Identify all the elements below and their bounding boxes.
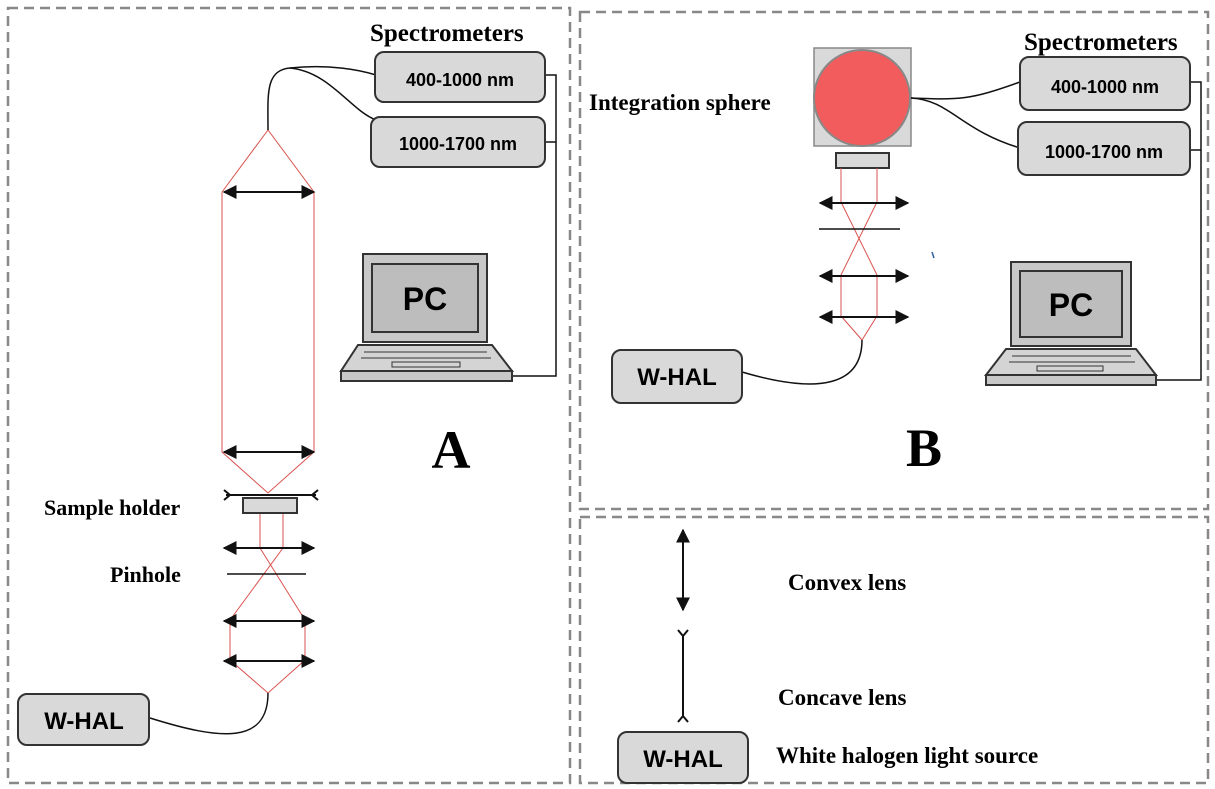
fiber-b-source <box>741 339 863 385</box>
sample-holder-label: Sample holder <box>44 495 181 520</box>
panel-a-pc-label: PC <box>403 281 447 317</box>
pinhole-label: Pinhole <box>110 562 181 587</box>
legend <box>617 528 749 784</box>
spectrometer-b-400-1000-box <box>1019 56 1191 111</box>
panel-a-spectrometers-title: Spectrometers <box>370 20 524 47</box>
laptop-b-icon <box>983 261 1159 386</box>
panel-a-spectrometer-1-label: 400-1000 nm <box>406 70 514 90</box>
panel-a-frame <box>6 6 572 785</box>
legend-light-source-box <box>617 731 749 784</box>
panel-b-spectrometer-2-label: 1000-1700 nm <box>1045 142 1163 162</box>
ray-upper <box>221 129 315 494</box>
panel-b-spectrometer-1-label: 400-1000 nm <box>1051 77 1159 97</box>
panel-a-light-source-label: W-HAL <box>44 708 124 735</box>
sample-holder-b-icon <box>835 152 890 169</box>
fiber-b1 <box>910 81 1021 100</box>
light-source-box <box>17 693 150 746</box>
legend-light-source-desc: White halogen light source <box>776 743 1038 768</box>
legend-concave-ends-icon <box>677 629 689 723</box>
fiber-a2 <box>289 67 377 121</box>
legend-light-source-box-label: W-HAL <box>643 746 723 773</box>
concave-lens-ends-icon <box>223 489 319 501</box>
panel-a-letter: A <box>432 420 471 480</box>
spectrometer-1000-1700-box <box>370 116 546 168</box>
panel-b-frame <box>578 10 1210 511</box>
cable-b-pc <box>1156 81 1202 381</box>
fiber-b2 <box>910 97 1021 149</box>
panel-a-spectrometer-2-label: 1000-1700 nm <box>399 134 517 154</box>
integration-sphere-icon <box>813 49 911 147</box>
fiber-a1 <box>267 65 377 131</box>
stray-mark <box>931 251 935 259</box>
panel-b-letter: B <box>906 418 942 478</box>
light-source-b-box <box>611 349 743 404</box>
panel-b <box>611 47 1202 404</box>
laptop-icon <box>339 253 515 382</box>
panel-b-light-source-label: W-HAL <box>637 364 717 391</box>
legend-concave-label: Concave lens <box>778 685 906 710</box>
cable-a-pc <box>510 74 557 377</box>
legend-frame <box>578 515 1210 785</box>
panel-b-pc-label: PC <box>1049 287 1093 323</box>
ray-lower <box>229 513 306 694</box>
panel-b-spectrometers-title: Spectrometers <box>1024 29 1178 56</box>
labels: Spectrometers 400-1000 nm 1000-1700 nm P… <box>44 20 1178 773</box>
ray-b <box>840 168 878 341</box>
integration-sphere-label: Integration sphere <box>589 90 771 115</box>
spectrometer-b-1000-1700-box <box>1017 121 1191 176</box>
panel-a <box>17 51 557 746</box>
spectrometer-400-1000-box <box>374 51 546 103</box>
fiber-a-source <box>149 692 269 735</box>
sample-holder-icon <box>242 497 298 514</box>
legend-convex-label: Convex lens <box>788 570 906 595</box>
